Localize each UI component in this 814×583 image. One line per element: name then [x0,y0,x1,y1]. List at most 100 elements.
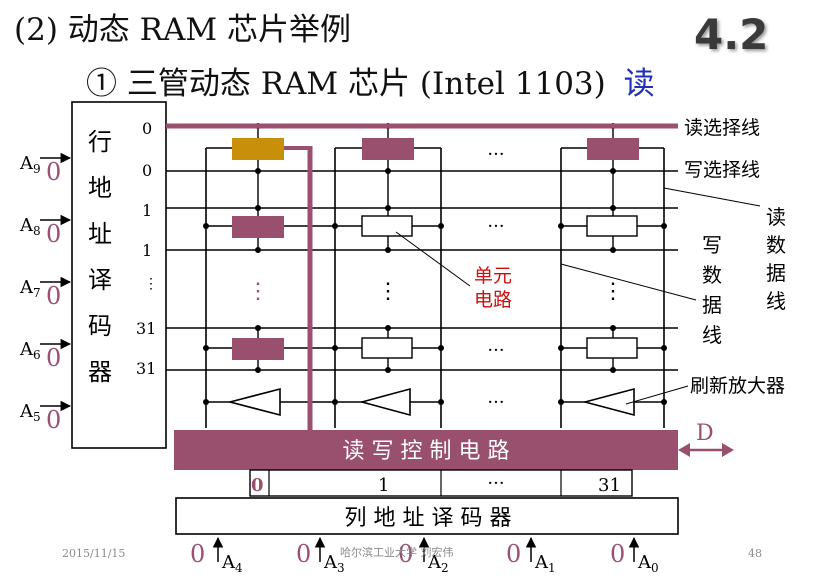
col-input-a1: 0 A1 [506,536,556,575]
junction-dot [610,325,616,331]
row-input-a9: A9 0 [19,152,72,186]
memory-cell [361,337,413,359]
junction-dot [203,345,209,351]
row-decoder-char: 码 [88,312,112,340]
arrow-right-icon [722,443,734,457]
row-number: ⋮ [144,276,158,292]
input-value: 0 [46,406,61,434]
row-decoder-box [71,101,167,449]
memory-cell [232,216,284,238]
junction-dot [610,367,616,373]
horizontal-ellipsis: ··· [487,392,504,413]
refresh-amplifier-icon [358,387,411,417]
write-select-label: 写选择线 [684,159,760,181]
junction-dot [661,345,667,351]
junction-dots [203,123,667,405]
cell-row-1 [206,208,664,250]
row-decoder-label: 行 地 址 译 码 器 [88,128,112,386]
row-number: 31 [136,319,156,338]
col-input-a0: 0 A0 [610,536,659,575]
horizontal-ellipsis: ··· [487,144,504,165]
junction-dot [255,205,261,211]
write-data-char: 线 [702,323,722,347]
input-label: A5 [19,401,41,424]
row-number: 1 [142,201,152,220]
read-data-char: 据 [766,261,786,285]
input-value: 0 [46,282,61,310]
column-number: ··· [487,473,504,494]
col-input-a4: 0 A4 [190,536,243,575]
pointer-read-data [663,187,761,207]
col-input-a3: 0 A3 [296,536,345,575]
right-annotations: 读选择线 写选择线 读 数 据 线 写 数 据 线 刷新放大器 [684,117,786,397]
read-data-char: 线 [766,289,786,313]
memory-cell [361,215,413,237]
memory-cell [232,338,284,360]
column-number: 0 [251,475,264,496]
memory-cell-selected [232,138,284,160]
data-port: D [678,421,734,457]
junction-dot [385,247,391,253]
row-numbers: 0 0 1 1 ⋮ 31 31 [136,119,158,378]
cell-row-0 [232,126,639,208]
input-label: A0 [637,552,659,575]
row-decoder-char: 址 [88,220,112,248]
column-decoder-box [175,497,679,535]
subtitle-accent: 读 [623,66,655,102]
column-number: 1 [378,475,389,496]
row-number: 0 [142,161,152,180]
cell-circuit-line: 单元 [474,265,512,287]
junction-dot [385,367,391,373]
read-data-char: 读 [766,205,786,229]
horizontal-ellipsis: ··· [487,340,504,361]
column-address-inputs: 0 A4 0 A3 0 A2 0 A1 0 A0 [190,536,659,575]
column-number: 31 [598,475,621,496]
memory-cell [362,138,414,160]
vertical-ellipsis: ⋮ [377,279,399,304]
input-label: A2 [427,552,449,575]
row-address-inputs: A9 0 A8 0 A7 0 A6 0 A5 0 [19,152,72,434]
input-value: 0 [46,158,61,186]
read-path [166,123,678,432]
junction-dot [255,325,261,331]
horizontal-ellipsis: ··· [487,216,504,237]
pointer-cell [395,231,471,287]
read-select-label: 读选择线 [684,117,760,139]
junction-dot [385,205,391,211]
column-decoder-label: 列 地 址 译 码 器 [345,506,512,531]
row-input-a8: A8 0 [19,214,72,248]
middle-ellipses: ··· ··· ··· ··· [487,144,504,413]
junction-dot [661,223,667,229]
junction-dot [610,168,616,174]
vertical-ellipsis: ⋮ [602,279,624,304]
junction-dot [255,247,261,253]
vertical-ellipsis: ⋮ [247,279,269,304]
arrow-left-icon [678,443,690,457]
footer-author: 哈尔滨工业大学 刘宏伟 [340,545,454,559]
row-number: 0 [142,119,152,138]
input-value: 0 [190,540,205,568]
input-label: A9 [19,153,41,176]
junction-dot [558,345,564,351]
junction-dot [610,205,616,211]
input-value: 0 [46,344,61,372]
footer-page: 48 [748,547,762,560]
write-data-line-label: 写 数 据 线 [702,233,722,347]
input-value: 0 [46,220,61,248]
slide-subtitle: ① 三管动态 RAM 芯片 (Intel 1103) [86,66,606,102]
read-data-line-label: 读 数 据 线 [766,205,786,313]
refresh-amp-label: 刷新放大器 [690,375,785,397]
data-port-label: D [696,421,714,446]
column-numbers-box: 0 1 ··· 31 [249,469,633,497]
input-label: A1 [534,552,556,575]
memory-cell [586,337,638,359]
junction-dot [385,168,391,174]
read-data-char: 数 [766,233,786,257]
row-decoder-char: 行 [88,128,112,156]
input-value: 0 [610,540,625,568]
rw-control-bar [174,430,678,470]
input-value: 0 [296,540,311,568]
row-input-a6: A6 0 [19,338,72,372]
refresh-amplifier-icon [581,387,635,417]
write-data-char: 写 [702,233,722,257]
